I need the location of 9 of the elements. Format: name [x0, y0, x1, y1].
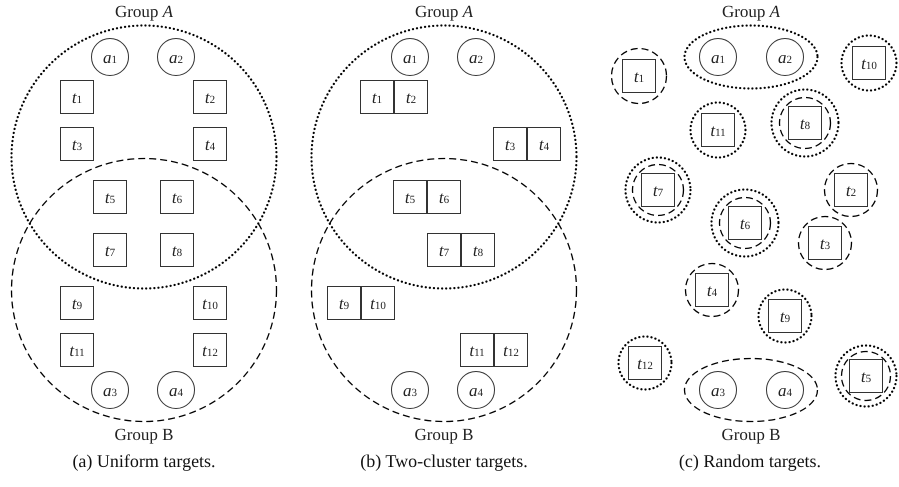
panel-caption: (a) Uniform targets.	[72, 450, 216, 472]
group-label: Group A	[114, 2, 174, 22]
group-label: Group A	[414, 2, 474, 22]
group-label: Group B	[721, 425, 781, 445]
group-label: Group B	[114, 425, 174, 445]
panel-caption: (b) Two-cluster targets.	[360, 450, 528, 472]
group-label: Group B	[414, 425, 474, 445]
panel-caption: (c) Random targets.	[678, 450, 822, 472]
group-label: Group A	[722, 2, 780, 22]
